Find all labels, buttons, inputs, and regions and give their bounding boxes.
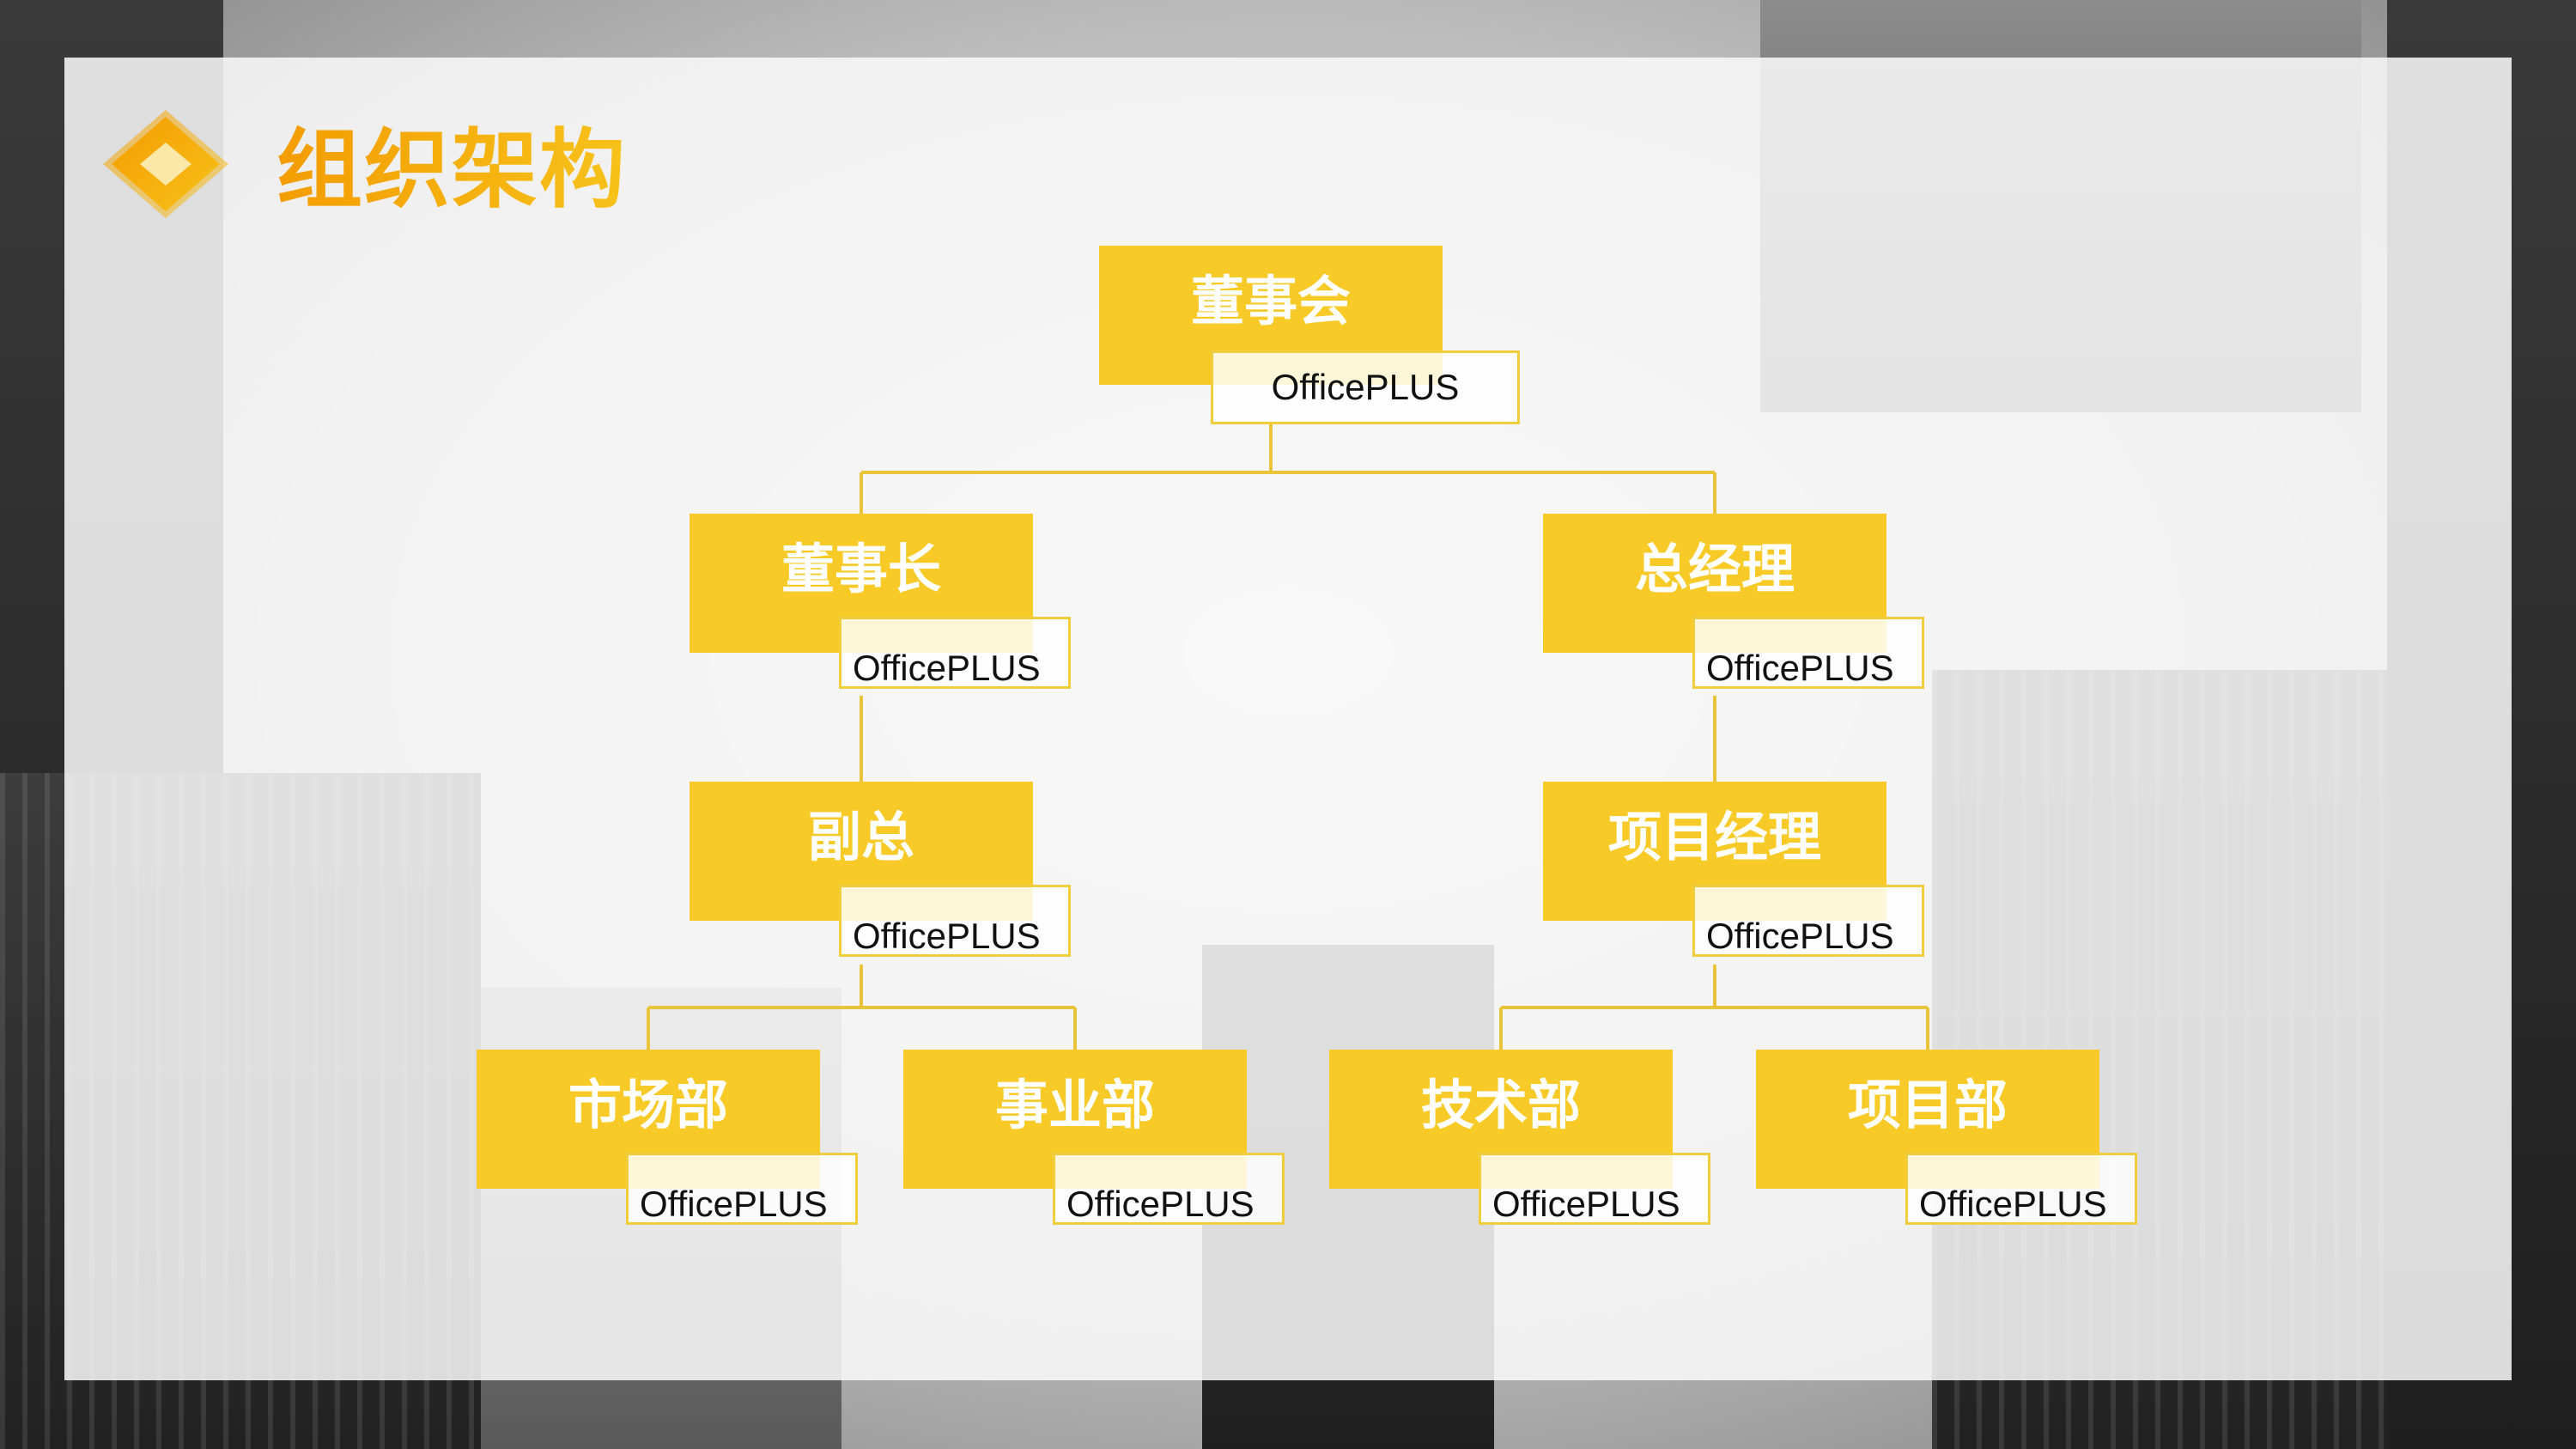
org-node-project-dept: 项目部 OfficePLUS	[1756, 1050, 2137, 1225]
org-node-label: 副总	[807, 806, 914, 868]
org-node-label: 市场部	[568, 1074, 728, 1136]
org-node-sub-box	[1905, 1153, 2137, 1225]
org-node-label: 事业部	[994, 1074, 1155, 1136]
org-node-sub-box	[1053, 1153, 1285, 1225]
org-node-tech-dept: 技术部 OfficePLUS	[1329, 1050, 1710, 1225]
org-node-project-manager: 项目经理 OfficePLUS	[1543, 782, 1924, 957]
org-node-sub-label: OfficePLUS	[1492, 1184, 1680, 1224]
org-node-general-manager: 总经理 OfficePLUS	[1543, 514, 1924, 689]
org-node-sub-box	[626, 1153, 858, 1225]
org-node-sub-box	[839, 617, 1071, 689]
org-node-sub-box	[839, 885, 1071, 957]
org-node-sub-label: OfficePLUS	[640, 1184, 828, 1224]
org-node-board: 董事会 OfficePLUS	[1099, 246, 1520, 424]
org-node-label: 项目经理	[1607, 806, 1821, 868]
org-node-sub-label: OfficePLUS	[1706, 648, 1894, 688]
org-node-marketing-dept: 市场部 OfficePLUS	[477, 1050, 858, 1225]
org-node-label: 总经理	[1634, 538, 1795, 600]
org-node-label: 董事长	[781, 538, 941, 600]
org-node-business-dept: 事业部 OfficePLUS	[903, 1050, 1285, 1225]
org-node-sub-label: OfficePLUS	[853, 916, 1041, 956]
org-node-label: 项目部	[1847, 1074, 2008, 1136]
org-node-vice-president: 副总 OfficePLUS	[690, 782, 1071, 957]
org-node-sub-box	[1479, 1153, 1710, 1225]
org-node-sub-box	[1692, 617, 1924, 689]
page-title: 组织架构	[276, 119, 627, 220]
org-node-sub-label: OfficePLUS	[1706, 916, 1894, 956]
org-node-chairman: 董事长 OfficePLUS	[690, 514, 1071, 689]
org-node-sub-label: OfficePLUS	[1271, 367, 1460, 407]
org-node-sub-box	[1692, 885, 1924, 957]
org-node-label: 董事会	[1190, 270, 1351, 332]
org-node-sub-label: OfficePLUS	[1066, 1184, 1255, 1224]
org-node-sub-label: OfficePLUS	[1919, 1184, 2107, 1224]
org-node-sub-label: OfficePLUS	[853, 648, 1041, 688]
diamond-logo-icon	[103, 110, 228, 218]
org-node-label: 技术部	[1420, 1074, 1581, 1136]
org-node-sub-box	[1211, 350, 1520, 424]
